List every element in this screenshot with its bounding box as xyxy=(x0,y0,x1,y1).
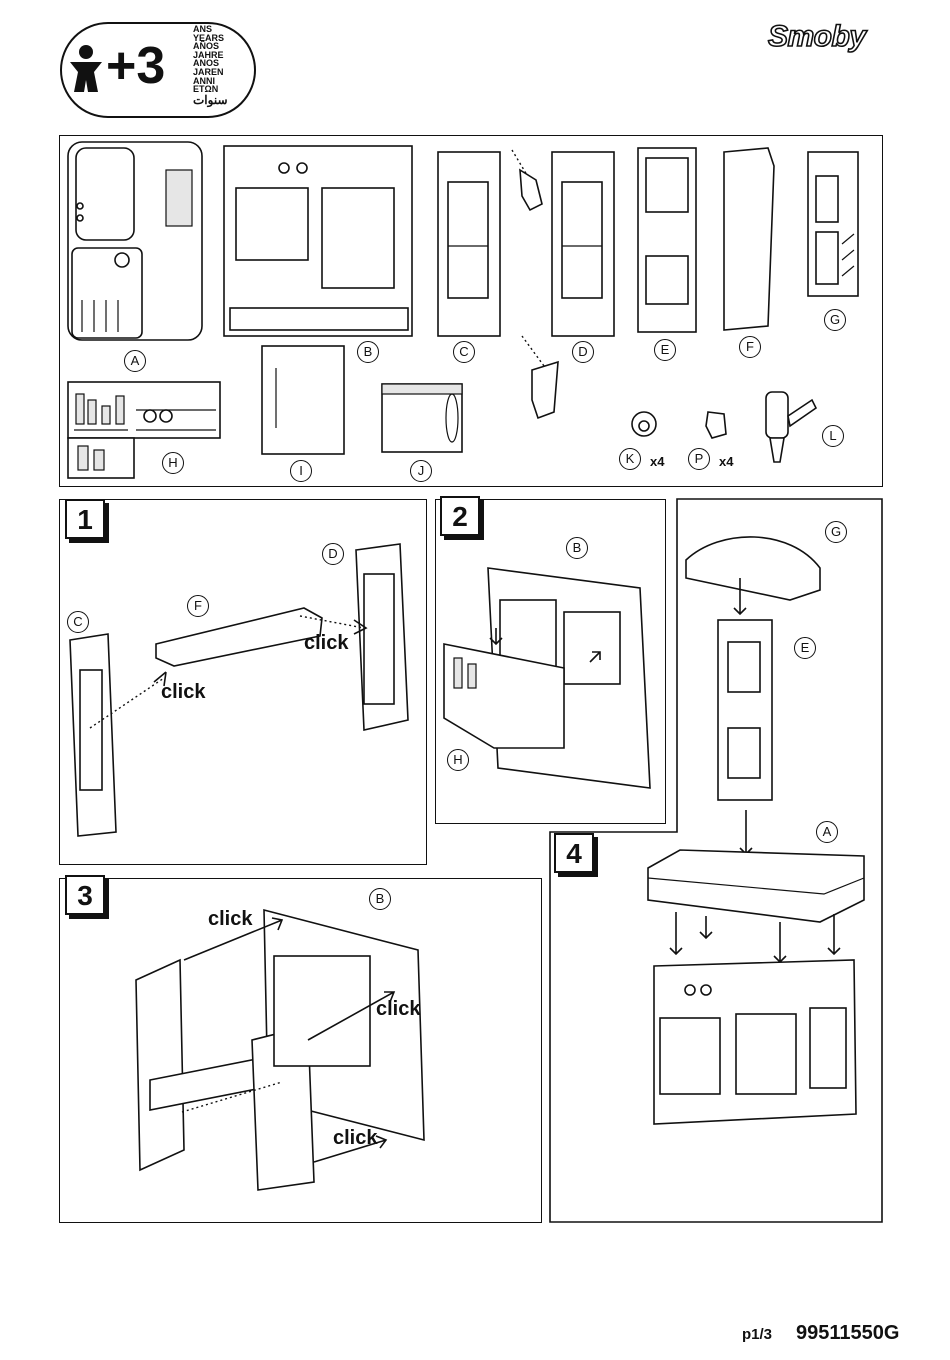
part-k-quantity: x4 xyxy=(650,454,665,469)
step3-label-b: B xyxy=(369,888,391,910)
step2-number: 2 xyxy=(440,496,480,536)
part-label-i: I xyxy=(290,460,312,482)
part-label-b: B xyxy=(357,341,379,363)
age-number: +3 xyxy=(106,37,166,95)
part-b-illustration xyxy=(223,145,413,337)
part-label-p: P xyxy=(688,448,710,470)
part-label-k: K xyxy=(619,448,641,470)
latch-detail xyxy=(511,149,559,420)
step4-illustration xyxy=(647,536,865,1125)
part-label-a: A xyxy=(124,350,146,372)
part-label-j: J xyxy=(410,460,432,482)
step2-label-b: B xyxy=(566,537,588,559)
step1-click-right: click xyxy=(304,632,349,654)
page-number: p1/3 xyxy=(742,1326,773,1343)
step3-number: 3 xyxy=(65,875,105,915)
part-label-e: E xyxy=(654,339,676,361)
part-label-g: G xyxy=(824,309,846,331)
step3-click-right: click xyxy=(376,998,421,1020)
step3-click-bottom: click xyxy=(333,1127,378,1149)
step4-label-g: G xyxy=(825,521,847,543)
step3-click-top: click xyxy=(208,908,253,930)
part-a-illustration xyxy=(67,141,203,341)
part-l-illustration xyxy=(765,391,818,463)
step1-click-left: click xyxy=(161,681,206,703)
step4-number: 4 xyxy=(554,833,594,873)
part-d-illustration xyxy=(551,151,615,337)
part-k-illustration xyxy=(631,411,657,437)
part-e-illustration xyxy=(637,147,697,333)
part-f-illustration xyxy=(723,147,775,331)
step2-label-h: H xyxy=(447,749,469,771)
age-languages: ANS YEARS AÑOS JAHRE ANOS JAREN ANNI ETΩ… xyxy=(193,24,228,107)
part-p-illustration xyxy=(705,411,727,439)
part-label-l: L xyxy=(822,425,844,447)
part-c-illustration xyxy=(437,151,501,337)
product-code: 99511550G xyxy=(796,1322,900,1344)
part-j-illustration xyxy=(381,383,463,453)
step1-illustration xyxy=(69,543,409,837)
step2-illustration xyxy=(443,567,651,789)
part-i-illustration xyxy=(261,345,345,455)
step1-label-d: D xyxy=(322,543,344,565)
part-g-illustration xyxy=(807,151,859,297)
step1-number: 1 xyxy=(65,499,105,539)
part-label-f: F xyxy=(739,336,761,358)
part-label-d: D xyxy=(572,341,594,363)
age-badge xyxy=(60,22,256,118)
step1-label-c: C xyxy=(67,611,89,633)
step1-label-f: F xyxy=(187,595,209,617)
step4-label-a: A xyxy=(816,821,838,843)
part-label-h: H xyxy=(162,452,184,474)
part-h-illustration xyxy=(67,381,221,479)
child-icon xyxy=(70,45,102,92)
step4-label-e: E xyxy=(794,637,816,659)
part-label-c: C xyxy=(453,341,475,363)
brand-logo: Smoby xyxy=(767,19,867,54)
step3-illustration xyxy=(135,908,425,1191)
part-p-quantity: x4 xyxy=(719,454,734,469)
